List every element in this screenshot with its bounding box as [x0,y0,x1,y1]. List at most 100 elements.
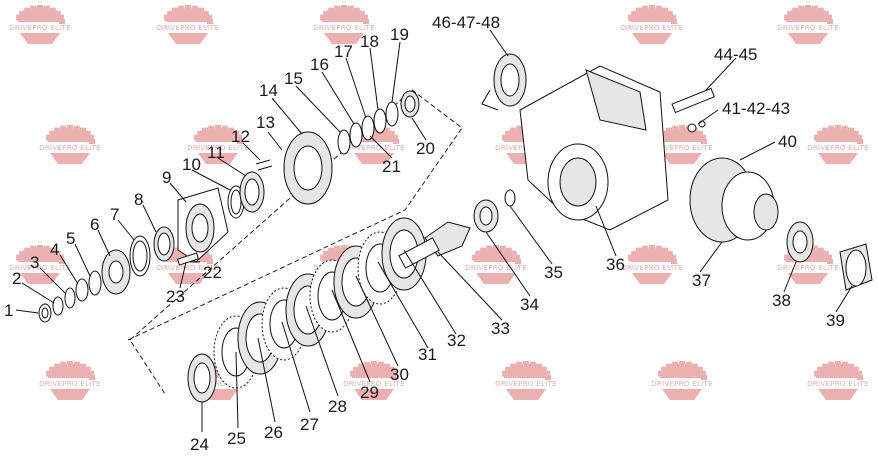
watermark-gear-logo: DRIVEPRO ELITE [9,5,71,44]
callout-36: 36 [606,255,625,274]
watermark-text: DRIVEPRO ELITE [807,380,869,388]
callout-11: 11 [207,143,225,162]
callout-5: 5 [66,229,75,248]
callout-39: 39 [826,311,845,330]
watermark-gear-logo: DRIVEPRO ELITE [807,361,869,400]
callout-17: 17 [334,42,353,61]
part-bearing-20 [400,90,420,118]
part-bolts-41-43 [687,120,706,133]
callout-7: 7 [110,205,119,224]
part-flange-6 [101,249,131,295]
callout-26: 26 [264,423,283,442]
watermark-text: DRIVEPRO ELITE [39,144,101,152]
callout-27: 27 [300,415,319,434]
watermark-text: DRIVEPRO ELITE [465,264,527,272]
part-pinion-33 [398,221,471,269]
part-seal-1 [38,303,52,323]
callout-44-45: 44-45 [714,45,757,64]
dashed-enclosure [127,89,463,395]
callout-20: 20 [416,139,435,158]
callout-46-47-48: 46-47-48 [432,13,500,32]
part-bearing-39 [839,243,873,291]
part-rings-15-19 [337,101,399,155]
watermark-gear-logo: DRIVEPRO ELITE [343,361,405,400]
callout-labels: 1 2 3 4 5 6 7 8 9 10 11 12 13 14 15 16 1… [4,13,845,454]
watermark-text: DRIVEPRO ELITE [651,380,713,388]
part-cover-9 [177,187,229,263]
watermark-text: DRIVEPRO ELITE [157,264,219,272]
callout-12: 12 [231,127,250,146]
watermark-gear-logo: DRIVEPRO ELITE [465,245,527,284]
callout-23: 23 [166,287,185,306]
watermark-gear-logo: DRIVEPRO ELITE [39,361,101,400]
watermark-gear-logo: DRIVEPRO ELITE [651,361,713,400]
watermark-gear-logo: DRIVEPRO ELITE [777,5,839,44]
watermark-gear-logo: DRIVEPRO ELITE [9,245,71,284]
callout-3: 3 [30,253,39,272]
part-seal-24 [187,353,217,403]
watermark-gear-logo: DRIVEPRO ELITE [157,5,219,44]
watermark-text: DRIVEPRO ELITE [343,144,405,152]
callout-28: 28 [328,397,347,416]
callout-16: 16 [310,55,329,74]
watermark-text: DRIVEPRO ELITE [39,380,101,388]
callout-1: 1 [4,301,13,320]
callout-14: 14 [259,81,278,100]
watermark-gear-logo: DRIVEPRO ELITE [343,125,405,164]
callout-33: 33 [491,319,510,338]
callout-4: 4 [50,240,59,259]
callout-15: 15 [284,69,303,88]
watermark-text: DRIVEPRO ELITE [621,264,683,272]
callout-35: 35 [544,263,563,282]
watermark-text: DRIVEPRO ELITE [9,264,71,272]
callout-34: 34 [520,295,539,314]
watermark-text: DRIVEPRO ELITE [777,264,839,272]
watermark-text: DRIVEPRO ELITE [621,24,683,32]
part-housing-14 [283,131,333,205]
watermark-gear-logo: DRIVEPRO ELITE [621,245,683,284]
part-ring-5 [88,270,102,296]
watermark-gear-logo: DRIVEPRO ELITE [313,5,375,44]
part-ring-7 [129,235,151,277]
watermark-text: DRIVEPRO ELITE [313,24,375,32]
part-ring-4 [75,278,89,302]
callout-8: 8 [134,190,143,209]
part-bolt-22 [176,252,200,266]
callout-38: 38 [772,291,791,310]
part-ring-2 [52,296,64,316]
watermark-text: DRIVEPRO ELITE [777,24,839,32]
part-pins-12 [255,159,273,171]
watermark-text: DRIVEPRO ELITE [157,24,219,32]
part-bolt-44-45 [671,87,715,114]
watermark-text: DRIVEPRO ELITE [343,380,405,388]
watermark-gear-logo: DRIVEPRO ELITE [495,361,557,400]
callout-9: 9 [162,168,171,187]
callout-37: 37 [692,271,711,290]
part-ring-35 [504,189,516,207]
clutch-plate-stack [213,217,427,389]
callout-19: 19 [390,25,409,44]
part-bearing-38 [786,221,814,263]
callout-30: 30 [390,365,409,384]
watermark-text: DRIVEPRO ELITE [9,24,71,32]
watermark-gear-logo: DRIVEPRO ELITE [807,125,869,164]
watermark-gear-logo: DRIVEPRO ELITE [621,5,683,44]
callout-32: 32 [447,331,466,350]
part-bearing-34 [473,199,499,233]
callout-22: 22 [203,263,222,282]
callout-18: 18 [360,32,379,51]
callout-6: 6 [90,215,99,234]
leader-lines [15,29,853,432]
callout-40: 40 [778,132,797,151]
callout-25: 25 [227,429,246,448]
part-carrier-37 [689,157,779,243]
callout-13: 13 [256,113,275,132]
watermark-text: DRIVEPRO ELITE [807,144,869,152]
part-ring-3 [64,287,76,309]
part-housing-36 [519,65,669,231]
callout-10: 10 [182,155,201,174]
callout-2: 2 [12,269,21,288]
watermark-text: DRIVEPRO ELITE [651,144,713,152]
watermark-gear-logo: DRIVEPRO ELITE [39,125,101,164]
